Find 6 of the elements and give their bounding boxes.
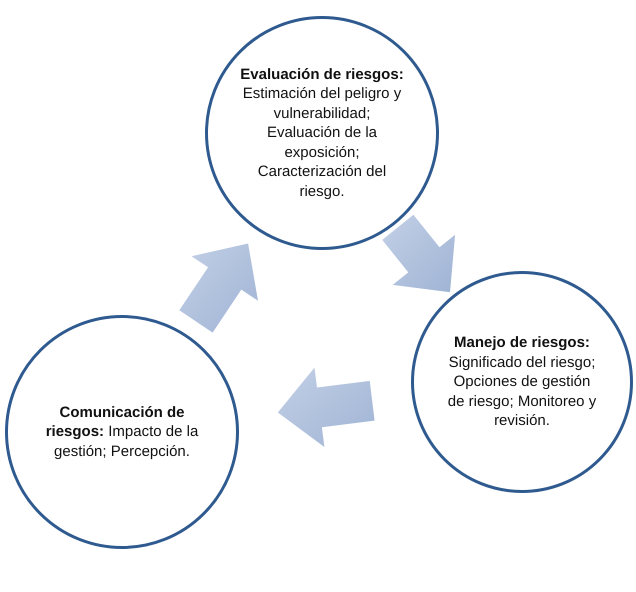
- block-arrow: [382, 214, 456, 292]
- stage-text: Manejo de riesgos: Significado del riesgo; Opciones de gestión de riesgo; Monitoreo y revisión.: [446, 333, 598, 431]
- stage-text: Evaluación de riesgos: Estimación del peligro y vulnerabilidad; Evaluación de la exposición; Caracterización del riesgo.: [240, 64, 404, 202]
- stage-text: Comunicación de riesgos: Impacto de la gestión; Percepción.: [44, 402, 200, 462]
- block-arrow: [278, 368, 375, 447]
- block-arrow: [179, 244, 258, 333]
